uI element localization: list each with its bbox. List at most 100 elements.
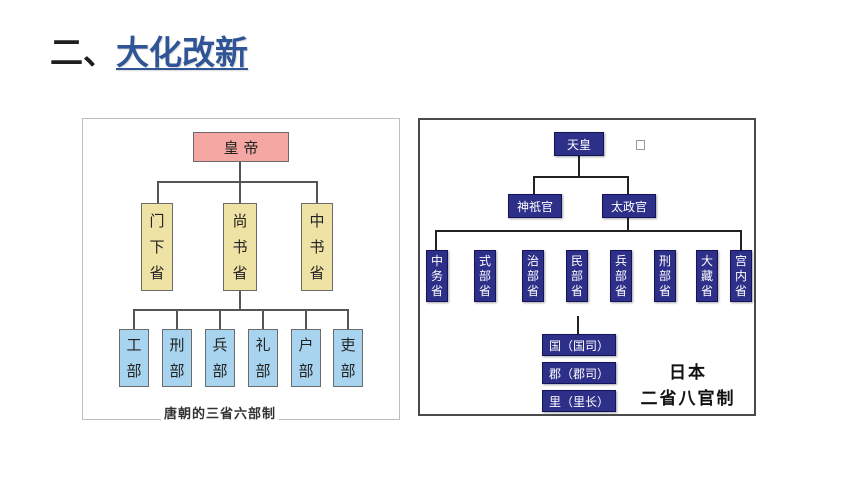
connector: [627, 218, 629, 230]
char: 中: [430, 253, 443, 268]
tang-bu-li: 礼部: [248, 329, 278, 387]
char: 省: [570, 283, 583, 298]
japan-caption-line1: 日本: [669, 363, 707, 383]
connector: [133, 309, 135, 329]
char: 省: [478, 283, 491, 298]
char: 部: [614, 268, 627, 283]
char: 式: [478, 253, 491, 268]
tang-sheng-menxia: 门 下 省: [141, 203, 173, 291]
japan-local-label: 里（里长）: [548, 394, 609, 409]
char: 省: [232, 264, 248, 282]
tang-sheng-shangshu: 尚 书 省: [223, 203, 257, 291]
connector: [435, 230, 741, 232]
connector: [133, 309, 348, 311]
tang-caption: 唐朝的三省六部制: [161, 403, 280, 422]
char: 部: [478, 268, 491, 283]
connector: [262, 309, 264, 329]
connector: [219, 309, 221, 329]
char: 下: [149, 238, 165, 256]
char: 书: [232, 238, 248, 256]
char: 中: [309, 212, 325, 230]
char: 门: [149, 212, 165, 230]
char: 尚: [232, 212, 248, 230]
japan-dajo-box: 太政官: [602, 194, 656, 218]
char: 省: [430, 283, 443, 298]
tang-bu-bing: 兵部: [205, 329, 235, 387]
connector: [239, 161, 241, 181]
connector: [347, 309, 349, 329]
char: 兵: [614, 253, 627, 268]
char: 务: [430, 268, 443, 283]
tang-bu-xing: 刑部: [162, 329, 192, 387]
tang-emperor-label: 皇 帝: [223, 138, 259, 157]
japan-dajo-label: 太政官: [610, 199, 647, 214]
connector: [533, 176, 629, 178]
japan-ministry: 式部省: [474, 250, 496, 302]
tang-emperor-box: 皇 帝: [193, 132, 289, 162]
char: 省: [700, 283, 713, 298]
japan-local-ri: 里（里长）: [542, 390, 616, 412]
char: 部: [658, 268, 671, 283]
char: 治: [526, 253, 539, 268]
char: 省: [309, 264, 325, 282]
japan-ministry: 民部省: [566, 250, 588, 302]
japan-emperor-box: 天皇: [554, 132, 604, 156]
char: 兵: [212, 336, 228, 354]
title-link[interactable]: 大化改新: [116, 33, 248, 72]
char: 刑: [169, 336, 185, 354]
japan-local-kuni: 国（国司）: [542, 334, 616, 356]
char: 部: [255, 362, 271, 380]
japan-emperor-label: 天皇: [566, 137, 591, 152]
tang-bu-hu: 户部: [291, 329, 321, 387]
char: 内: [734, 268, 747, 283]
char: 部: [298, 362, 314, 380]
japan-ministry: 刑部省: [654, 250, 676, 302]
tang-bu-gong: 工部: [119, 329, 149, 387]
tang-bu-li-official: 吏部: [333, 329, 363, 387]
char: 藏: [700, 268, 713, 283]
char: 宫: [734, 253, 747, 268]
connector: [627, 176, 629, 194]
connector: [239, 181, 241, 203]
char: 礼: [255, 336, 271, 354]
japan-local-gun: 郡（郡司）: [542, 362, 616, 384]
japan-ministry: 大藏省: [696, 250, 718, 302]
connector: [239, 291, 241, 309]
connector: [316, 181, 318, 203]
char: 大: [700, 253, 713, 268]
char: 工: [126, 336, 142, 354]
japan-ministry: 宫内省: [730, 250, 752, 302]
connector: [176, 309, 178, 329]
connector: [435, 230, 437, 250]
connector: [577, 316, 579, 334]
page-title: 二、大化改新: [50, 26, 248, 74]
japan-local-label: 郡（郡司）: [548, 366, 609, 381]
char: 户: [298, 336, 314, 354]
japan-jingi-label: 神祇官: [516, 199, 553, 214]
japan-diagram: 天皇 神祇官 太政官 中务省 式部省 治部省 民部省 兵部省 刑部省 大藏省 宫…: [418, 118, 756, 416]
japan-caption-line2: 二省八官制: [640, 389, 736, 409]
japan-ministry: 治部省: [522, 250, 544, 302]
connector: [157, 181, 159, 203]
connector: [305, 309, 307, 329]
connector: [740, 230, 742, 250]
title-prefix: 二、: [50, 33, 116, 72]
char: 省: [614, 283, 627, 298]
tang-sheng-zhongshu: 中 书 省: [301, 203, 333, 291]
char: 部: [169, 362, 185, 380]
char: 部: [126, 362, 142, 380]
char: 省: [734, 283, 747, 298]
char: 部: [340, 362, 356, 380]
char: 省: [149, 264, 165, 282]
char: 吏: [340, 336, 356, 354]
japan-local-label: 国（国司）: [548, 338, 609, 353]
connector: [578, 156, 580, 176]
connector: [533, 176, 535, 194]
char: 部: [212, 362, 228, 380]
tang-diagram: 皇 帝 门 下 省 尚 书 省 中 书 省 工部 刑部 兵部 礼部 户部: [82, 118, 400, 422]
char: 省: [658, 283, 671, 298]
char: 书: [309, 238, 325, 256]
japan-jingi-box: 神祇官: [508, 194, 562, 218]
connector: [157, 181, 318, 183]
char: 刑: [658, 253, 671, 268]
